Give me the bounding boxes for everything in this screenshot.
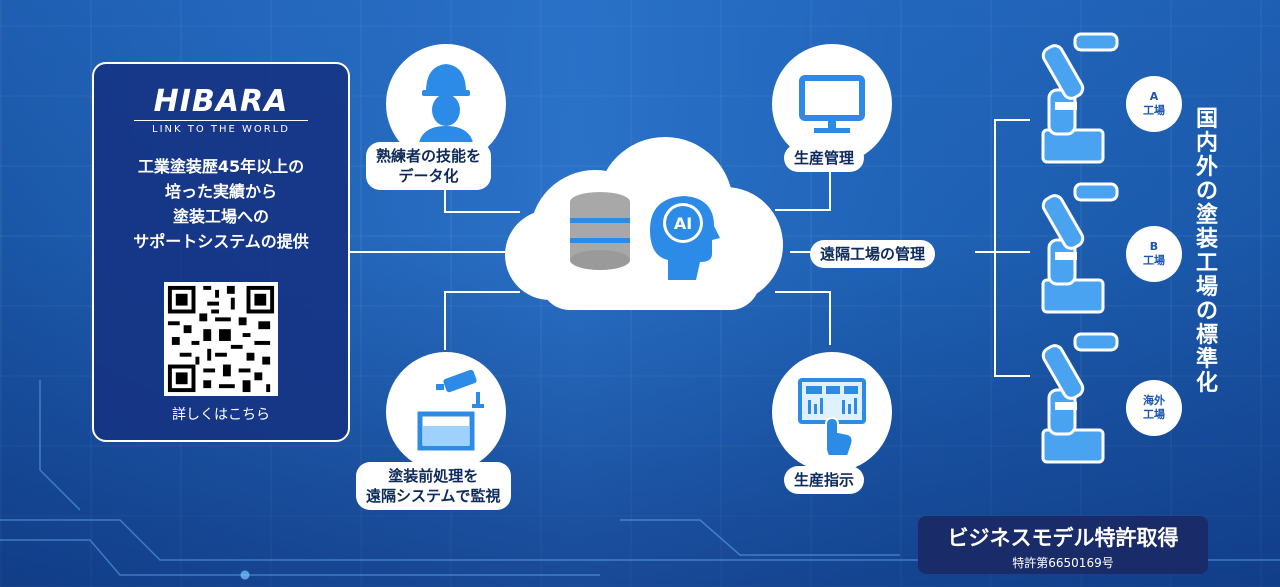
factory-b-letter: B bbox=[1149, 240, 1159, 253]
monitor-icon bbox=[799, 75, 865, 133]
production-management-label: 生産管理 bbox=[784, 144, 865, 172]
factory-b-badge: B 工場 bbox=[1126, 226, 1182, 282]
remote-monitoring-label: 塗装前処理を 遠隔システムで監視 bbox=[356, 462, 511, 510]
title-char: 標 bbox=[1195, 323, 1218, 348]
skill-data-line2: データ化 bbox=[398, 167, 459, 185]
remote-monitoring-node bbox=[386, 352, 506, 472]
title-char: 装 bbox=[1195, 227, 1218, 252]
description-line: サポートシステムの提供 bbox=[133, 232, 309, 251]
title-char: 化 bbox=[1195, 371, 1218, 396]
overseas-factory-line1: 海外 bbox=[1143, 394, 1165, 407]
title-char: 外 bbox=[1195, 155, 1218, 180]
ai-head-icon bbox=[650, 196, 720, 280]
description-line: 培った実績から bbox=[164, 182, 277, 201]
patent-badge: ビジネスモデル特許取得 特許第6650169号 bbox=[918, 516, 1208, 574]
title-char: 工 bbox=[1195, 251, 1218, 276]
factory-a-letter: A bbox=[1149, 90, 1159, 103]
remote-factory-management-label: 遠隔工場の管理 bbox=[810, 240, 936, 268]
painting-robot-icon bbox=[1041, 332, 1119, 464]
production-instruction-label: 生産指示 bbox=[784, 466, 865, 494]
qr-link-label[interactable]: 詳しくはこちら bbox=[172, 407, 270, 423]
title-char: 塗 bbox=[1195, 203, 1218, 228]
skill-data-line1: 熟練者の技能を bbox=[376, 147, 482, 165]
description-line: 塗装工場への bbox=[172, 207, 269, 226]
patent-title: ビジネスモデル特許取得 bbox=[947, 526, 1179, 550]
title-char: 場 bbox=[1195, 275, 1218, 300]
qr-code[interactable] bbox=[164, 282, 278, 396]
database-icon bbox=[570, 192, 630, 270]
logo-divider bbox=[134, 120, 308, 121]
standardization-title: 国 内 外 の 塗 装 工 場 の 標 準 化 bbox=[1192, 108, 1222, 396]
company-description: 工業塗装歴45年以上の 培った実績から 塗装工場への サポートシステムの提供 bbox=[94, 154, 348, 254]
title-char: 準 bbox=[1195, 347, 1218, 372]
title-char: 内 bbox=[1195, 131, 1218, 156]
factory-a-badge: A 工場 bbox=[1126, 76, 1182, 132]
description-line: 工業塗装歴45年以上の bbox=[137, 157, 305, 176]
ai-label: AI bbox=[674, 214, 692, 233]
title-char: の bbox=[1195, 299, 1218, 324]
cloud-server: AI bbox=[505, 137, 783, 310]
painting-robot-icon bbox=[1041, 182, 1119, 314]
factory-b-text: 工場 bbox=[1143, 254, 1165, 267]
logo-tagline: LINK TO THE WORLD bbox=[152, 124, 290, 135]
skill-data-label: 熟練者の技能を データ化 bbox=[366, 142, 492, 190]
remote-monitoring-line2: 遠隔システムで監視 bbox=[366, 487, 501, 505]
factory-a-text: 工場 bbox=[1143, 104, 1165, 117]
company-info-panel: HIBARA LINK TO THE WORLD 工業塗装歴45年以上の 培った… bbox=[92, 62, 350, 442]
patent-number: 特許第6650169号 bbox=[1012, 556, 1114, 570]
hibara-logo: HIBARA bbox=[153, 84, 289, 119]
remote-monitoring-line1: 塗装前処理を bbox=[388, 467, 479, 485]
painting-robot-icon bbox=[1041, 32, 1119, 164]
title-char: の bbox=[1195, 179, 1218, 204]
touch-panel-icon bbox=[798, 378, 866, 457]
title-char: 国 bbox=[1195, 107, 1218, 132]
overseas-factory-line2: 工場 bbox=[1143, 408, 1165, 421]
production-instruction-node bbox=[772, 352, 892, 472]
overseas-factory-badge: 海外 工場 bbox=[1126, 380, 1182, 436]
security-camera-icon bbox=[417, 369, 484, 451]
